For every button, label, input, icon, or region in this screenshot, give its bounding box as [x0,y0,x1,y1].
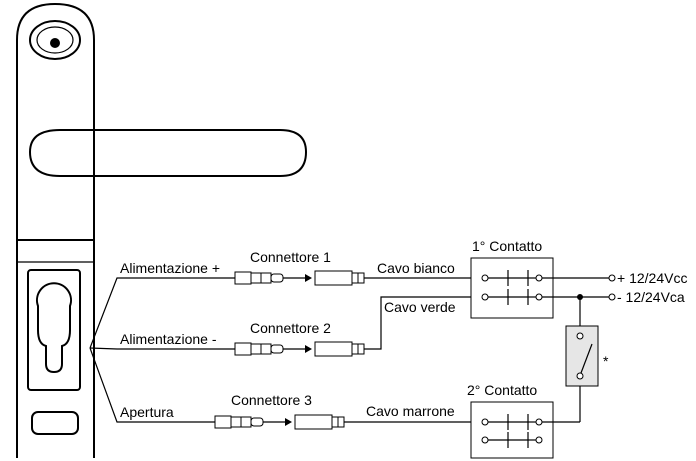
label-contatto-2: 2° Contatto [467,382,537,398]
terminal-plus [608,274,616,282]
door-handle-plate [16,2,95,458]
cylinder-housing [27,269,81,391]
label-supply-minus: - 12/24Vca [617,289,685,305]
connector-3 [214,414,345,430]
label-apertura: Apertura [120,404,174,420]
cable-verde-line [364,296,484,350]
bottom-button-icon [31,411,79,435]
lock-indicator-icon [29,20,81,60]
label-cavo-verde: Cavo verde [384,299,456,315]
contact-1-block [470,257,554,319]
label-connettore-1: Connettore 1 [250,249,331,265]
label-contatto-1: 1° Contatto [472,238,542,254]
label-connettore-2: Connettore 2 [250,320,331,336]
label-cavo-bianco: Cavo bianco [377,260,455,276]
label-supply-plus: + 12/24Vcc [617,270,687,286]
connector-1 [234,270,365,286]
contact-2-block [470,401,554,459]
cable-fanout [89,277,235,423]
external-switch [542,297,599,423]
terminal-minus [608,293,616,301]
label-switch-note: * [603,353,609,369]
label-cavo-marrone: Cavo marrone [366,403,455,419]
handle-lever [28,129,308,177]
label-alimentazione-plus: Alimentazione + [120,260,220,276]
key-cylinder-icon [36,282,72,374]
connector-2 [234,341,365,357]
label-connettore-3: Connettore 3 [231,392,312,408]
label-alimentazione-minus: Alimentazione - [120,331,217,347]
